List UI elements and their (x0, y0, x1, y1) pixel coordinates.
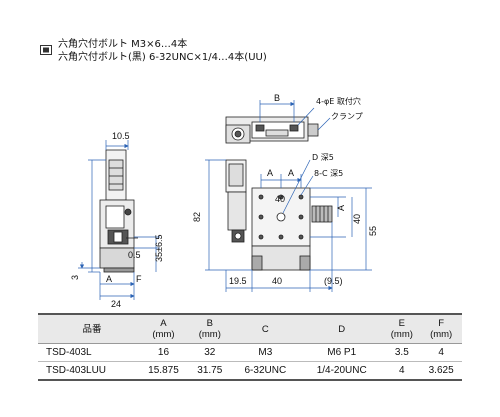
table-row: TSD-403LUU 15.875 31.75 6-32UNC 1/4-20UN… (38, 361, 462, 381)
header-c: C (230, 313, 301, 344)
header-b: B(mm) (188, 313, 231, 344)
header-part-number: 品番 (38, 313, 138, 344)
dim-front-a3: A (336, 205, 346, 211)
cell-e: 3.5 (383, 343, 421, 362)
header-a: A(mm) (138, 313, 189, 344)
cell-b: 32 (188, 343, 231, 362)
cell-d: 1/4-20UNC (300, 361, 384, 381)
dim-0-5: 0.5 (128, 250, 141, 260)
dim-35-6-5: 35±6.5 (154, 235, 164, 262)
cell-part-number: TSD-403L (38, 343, 138, 362)
bolt-icon (40, 45, 52, 55)
dim-3: 3 (70, 275, 80, 280)
dim-side-f: F (136, 274, 142, 284)
label-clamp: クランプ (331, 112, 363, 121)
dim-front-40-v: 40 (352, 214, 362, 224)
dim-10-5: 10.5 (112, 131, 130, 141)
cell-a: 15.875 (138, 361, 189, 381)
dim-19-5: 19.5 (229, 276, 247, 286)
cell-b: 31.75 (188, 361, 231, 381)
dim-front-55: 55 (368, 226, 378, 236)
bolt-notes: 六角穴付ボルト M3×6…4本 六角穴付ボルト(黒) 6-32UNC×1/4…4… (58, 38, 267, 64)
header-d: D (300, 313, 384, 344)
dim-side-a: A (106, 274, 112, 284)
dim-top-b: B (274, 93, 280, 103)
dim-front-40: 40 (275, 194, 285, 204)
cell-a: 16 (138, 343, 189, 362)
bolt-note-m3: 六角穴付ボルト M3×6…4本 (58, 39, 188, 50)
cell-d: M6 P1 (300, 343, 384, 362)
dim-front-a1: A (267, 168, 273, 178)
label-mounting-holes: 4-φE 取付穴 (316, 96, 361, 106)
cell-f: 3.625 (420, 361, 462, 381)
top-view (225, 116, 319, 144)
label-c-depth: 8-C 深5 (314, 169, 343, 178)
dim-9-5: (9.5) (324, 276, 343, 286)
bolt-note-unc: 六角穴付ボルト(黒) 6-32UNC×1/4…4本(UU) (58, 52, 267, 63)
dim-front-a2: A (288, 168, 294, 178)
header-f: F(mm) (420, 313, 462, 344)
stage-drawing: 10.5 0.5 35±6.5 3 A F 24 B 4-φE 取付穴 クランプ (70, 93, 378, 309)
cell-part-number: TSD-403LUU (38, 361, 138, 381)
spec-table: 品番 A(mm) B(mm) C D E(mm) F(mm) TSD-403L … (38, 313, 462, 381)
table-header-row: 品番 A(mm) B(mm) C D E(mm) F(mm) (38, 313, 462, 344)
side-view (99, 149, 138, 273)
header-e: E(mm) (383, 313, 421, 344)
table-row: TSD-403L 16 32 M3 M6 P1 3.5 4 (38, 343, 462, 362)
label-d-depth: D 深5 (312, 153, 334, 162)
cell-c: M3 (230, 343, 301, 362)
cell-f: 4 (420, 343, 462, 362)
dim-front-40-h: 40 (272, 276, 282, 286)
dim-82: 82 (192, 212, 202, 222)
cell-e: 4 (383, 361, 421, 381)
dim-24: 24 (111, 299, 121, 309)
cell-c: 6-32UNC (230, 361, 301, 381)
